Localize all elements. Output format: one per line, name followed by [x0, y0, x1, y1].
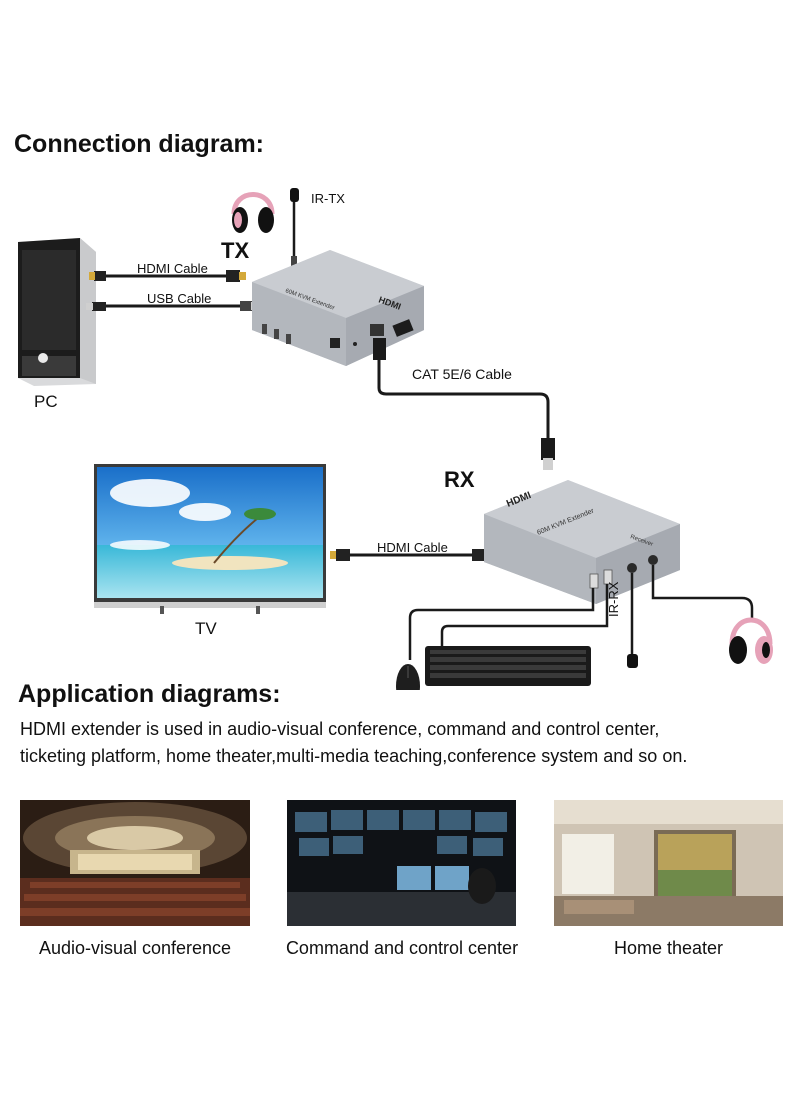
- connection-diagram-title: Connection diagram:: [14, 130, 265, 158]
- ir-tx-sensor-icon: [290, 188, 299, 268]
- cat-cable: [373, 338, 555, 470]
- rx-label: RX: [444, 467, 475, 492]
- mouse-icon: [396, 664, 420, 690]
- pc-tower: [18, 238, 96, 386]
- pc-label: PC: [34, 392, 58, 411]
- description-line-2: ticketing platform, home theater,multi-m…: [20, 746, 688, 766]
- tv-label: TV: [195, 619, 217, 638]
- tx-label: TX: [221, 238, 250, 263]
- tv: [94, 464, 326, 614]
- hdmi-cable-top: [89, 270, 246, 282]
- caption-home-theater: Home theater: [613, 938, 724, 958]
- connection-diagram: HDMI 60M KVM Extender: [18, 188, 773, 690]
- hdmi-cable-bottom-label: HDMI Cable: [377, 540, 448, 555]
- ir-rx-label: IR-RX: [606, 581, 621, 617]
- keyboard-icon: [425, 646, 591, 686]
- application-description: HDMI extender is used in audio-visual co…: [20, 716, 790, 770]
- ir-tx-label: IR-TX: [311, 191, 345, 206]
- tx-device: HDMI 60M KVM Extender: [252, 250, 424, 366]
- headphones-rx-icon: [729, 617, 773, 664]
- ir-rx-sensor-icon: [627, 654, 638, 668]
- headphones-tx-icon: [231, 192, 275, 233]
- cat-cable-label: CAT 5E/6 Cable: [412, 366, 512, 382]
- description-line-1: HDMI extender is used in audio-visual co…: [20, 719, 660, 739]
- caption-command-control-center: Command and control center: [285, 938, 519, 958]
- command-control-center-image: [287, 800, 516, 926]
- usb-cable-label: USB Cable: [147, 291, 212, 306]
- caption-audio-visual-conference: Audio-visual conference: [38, 938, 232, 958]
- hdmi-cable-top-label: HDMI Cable: [137, 261, 208, 276]
- application-diagrams-title: Application diagrams:: [18, 680, 281, 708]
- rx-peripheral-cables: [408, 565, 754, 660]
- home-theater-image: [554, 800, 783, 926]
- rx-device: HDMI 60M KVM Extender Receiver: [484, 480, 680, 604]
- hdmi-cable-bottom: [330, 549, 492, 561]
- audio-visual-conference-image: [20, 800, 250, 926]
